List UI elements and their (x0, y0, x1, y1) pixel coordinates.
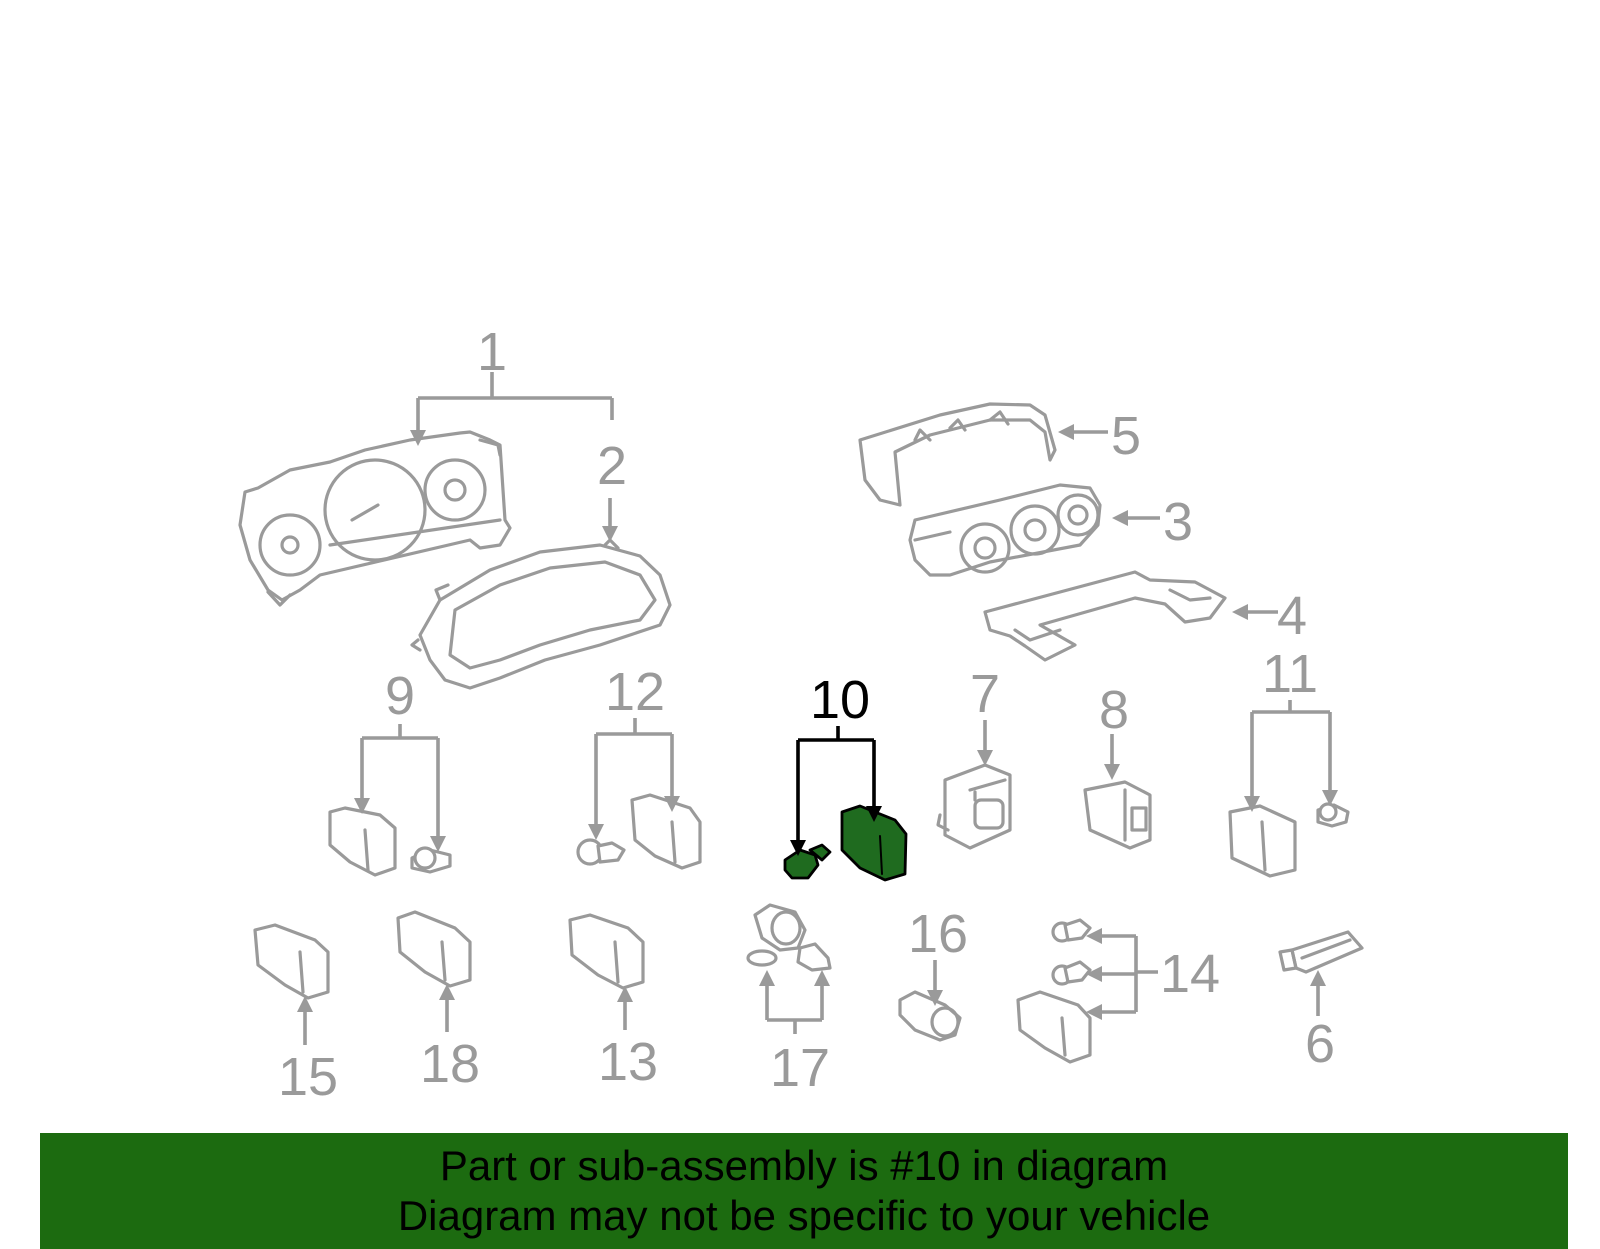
banner-line-part: Part or sub-assembly is #10 in diagram (439, 1142, 1169, 1189)
callout-10-highlighted: 10 (810, 670, 870, 730)
part-3-climate-panel[interactable] (908, 483, 1102, 577)
part-11-switch-and-bulb[interactable] (1228, 802, 1350, 878)
callout-7: 7 (970, 664, 1000, 724)
part-18-switch[interactable] (396, 910, 472, 988)
callout-14: 14 (1160, 944, 1220, 1004)
part-1-instrument-cluster[interactable] (238, 430, 512, 607)
part-7-switch-module[interactable] (936, 763, 1012, 850)
callout-2: 2 (597, 436, 627, 496)
part-15-switch[interactable] (253, 923, 330, 1000)
part-5-bezel-hood[interactable] (858, 402, 1057, 507)
callout-12: 12 (605, 662, 665, 722)
banner-line-disclaimer: Diagram may not be specific to your vehi… (397, 1192, 1211, 1239)
leader-lines (297, 372, 1338, 1045)
part-14-bulbs-and-switch[interactable] (1016, 918, 1092, 1064)
callout-16: 16 (908, 904, 968, 964)
callout-4: 4 (1277, 586, 1307, 646)
leader-lines-part-10 (790, 726, 882, 856)
part-12-bulb-and-switch[interactable] (576, 793, 702, 870)
callout-18: 18 (420, 1034, 480, 1094)
callout-5: 5 (1111, 406, 1141, 466)
part-10-highlighted-assembly[interactable] (783, 804, 908, 882)
part-17-socket-and-cap[interactable] (746, 903, 832, 972)
info-banner: Part or sub-assembly is #10 in diagram D… (40, 1133, 1568, 1249)
callout-6: 6 (1305, 1014, 1335, 1074)
callout-11: 11 (1262, 644, 1318, 704)
callout-3: 3 (1163, 492, 1193, 552)
callout-17: 17 (770, 1038, 830, 1098)
callout-numbers: 1 2 3 4 5 6 7 8 9 10 11 12 13 14 15 16 1… (278, 322, 1335, 1107)
part-9-switch-and-bulb[interactable] (328, 806, 452, 877)
callout-9: 9 (385, 666, 415, 726)
part-8-switch[interactable] (1083, 780, 1152, 850)
callout-15: 15 (278, 1047, 338, 1107)
part-2-cluster-lens[interactable] (410, 538, 672, 690)
part-6-switch[interactable] (1278, 930, 1364, 974)
callout-8: 8 (1099, 680, 1129, 740)
part-16-socket[interactable] (898, 990, 962, 1042)
part-13-switch[interactable] (568, 913, 645, 990)
callout-1: 1 (477, 322, 507, 382)
callout-13: 13 (598, 1032, 658, 1092)
part-4-panel-plate[interactable] (983, 570, 1227, 662)
